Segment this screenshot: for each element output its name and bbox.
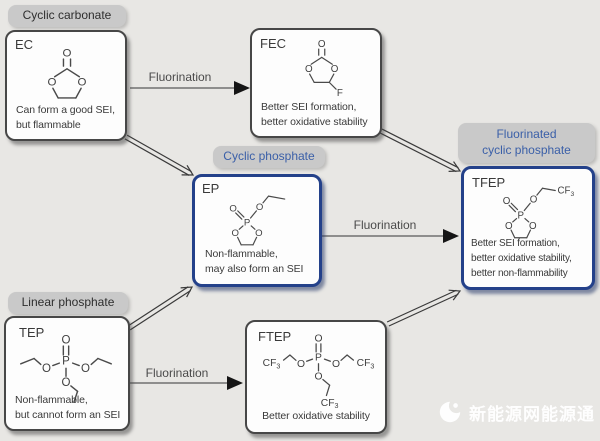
badge-label: Linear phosphate bbox=[21, 295, 115, 310]
atom-o: O bbox=[530, 195, 538, 206]
desc-line: Better SEI formation, bbox=[261, 101, 357, 113]
atom-o: O bbox=[314, 334, 322, 345]
atom-o: O bbox=[256, 202, 263, 213]
desc-line: better non-flammability bbox=[471, 268, 568, 279]
fluorination-arrow-ep-tfep bbox=[322, 229, 459, 243]
fluorination-label: Fluorination bbox=[148, 70, 212, 84]
atom-o: O bbox=[314, 372, 322, 383]
atom-o: O bbox=[505, 221, 513, 232]
badge-label: Cyclic carbonate bbox=[22, 8, 112, 23]
ep-name: EP bbox=[202, 181, 220, 196]
tep-description: Non-flammable, but cannot form an SEI bbox=[15, 393, 120, 423]
ec-description: Can form a good SEI, but flammable bbox=[16, 103, 115, 133]
ftep-name: FTEP bbox=[258, 329, 292, 344]
atom-o: O bbox=[305, 64, 313, 75]
fluorination-label: Fluorination bbox=[353, 218, 417, 232]
desc-line: better oxidative stability bbox=[261, 116, 368, 128]
atom-o: O bbox=[332, 359, 340, 370]
desc-line: Better oxidative stability bbox=[262, 410, 370, 422]
fec-structure: O O O F bbox=[305, 39, 343, 99]
desc-line: Can form a good SEI, bbox=[16, 104, 115, 116]
atom-p: P bbox=[315, 353, 322, 364]
badge-label-line2: cyclic phosphate bbox=[482, 143, 571, 157]
badge-fluorinated-cyclic-phosphate: Fluorinated cyclic phosphate bbox=[458, 123, 595, 163]
atom-o: O bbox=[318, 39, 326, 50]
atom-p: P bbox=[62, 356, 70, 368]
cf3-group: CF3 bbox=[263, 358, 281, 370]
ec-structure: O O O bbox=[48, 47, 87, 99]
atom-o: O bbox=[297, 359, 305, 370]
desc-line: Better SEI formation, bbox=[471, 238, 560, 249]
fluorination-label: Fluorination bbox=[145, 366, 209, 380]
desc-line: better oxidative stability, bbox=[471, 253, 572, 264]
atom-o: O bbox=[503, 196, 511, 207]
fec-description: Better SEI formation, better oxidative s… bbox=[261, 100, 368, 130]
atom-o: O bbox=[42, 363, 51, 375]
atom-o: O bbox=[81, 363, 90, 375]
atom-p: P bbox=[517, 210, 524, 221]
fec-name: FEC bbox=[260, 36, 286, 51]
atom-o: O bbox=[232, 228, 239, 239]
watermark: 新能源网能源通 bbox=[437, 399, 595, 425]
atom-o: O bbox=[529, 221, 537, 232]
tep-structure: O P O O O bbox=[20, 334, 112, 403]
badge-linear-phosphate: Linear phosphate bbox=[8, 292, 128, 314]
tfep-description: Better SEI formation, better oxidative s… bbox=[471, 236, 572, 281]
desc-line: Non-flammable, bbox=[205, 248, 278, 260]
relation-arrow-ftep-tfep bbox=[386, 289, 462, 327]
ep-box: EP O P O O O Non-flammable, may also for… bbox=[192, 174, 322, 287]
relation-arrow-ec-ep bbox=[124, 134, 195, 176]
tep-box: TEP O P O O O Non-flammable, but cannot … bbox=[4, 316, 130, 431]
fluorination-arrow-ec-fec bbox=[130, 81, 250, 95]
desc-line: may also form an SEI bbox=[205, 263, 304, 275]
watermark-logo-icon bbox=[439, 401, 461, 423]
ec-name: EC bbox=[15, 37, 34, 52]
atom-o: O bbox=[331, 64, 339, 75]
badge-label: Cyclic phosphate bbox=[223, 149, 315, 164]
cf3-group: CF3 bbox=[558, 186, 575, 198]
relation-arrow-tep-ep bbox=[127, 286, 194, 331]
ep-structure: O P O O O bbox=[229, 195, 286, 246]
tep-name: TEP bbox=[19, 325, 45, 340]
fec-box: FEC O O O F Better SEI formation, better… bbox=[250, 28, 382, 138]
tfep-box: TFEP O P O CF3 O O Better SEI formation,… bbox=[461, 166, 595, 290]
atom-o: O bbox=[78, 77, 87, 89]
cf3-group: CF3 bbox=[357, 358, 375, 370]
fluorination-arrow-tep-ftep bbox=[130, 376, 243, 390]
ftep-description: Better oxidative stability bbox=[247, 409, 385, 424]
badge-label-line1: Fluorinated bbox=[496, 127, 557, 142]
desc-line: but cannot form an SEI bbox=[15, 409, 121, 421]
atom-o: O bbox=[63, 47, 72, 59]
ftep-box: FTEP O P O CF3 O CF3 O CF3 Better oxidat… bbox=[245, 320, 387, 434]
relation-arrow-fec-tfep bbox=[379, 128, 462, 173]
atom-o: O bbox=[62, 334, 71, 346]
desc-line: but flammable bbox=[16, 119, 81, 131]
atom-f: F bbox=[337, 88, 343, 99]
tfep-name: TFEP bbox=[472, 175, 506, 190]
watermark-text: 新能源网能源通 bbox=[469, 404, 595, 424]
cf3-group: CF3 bbox=[321, 398, 339, 409]
atom-o: O bbox=[62, 377, 71, 389]
badge-cyclic-carbonate: Cyclic carbonate bbox=[8, 5, 126, 27]
ftep-structure: O P O CF3 O CF3 O CF3 bbox=[263, 334, 375, 410]
tfep-structure: O P O CF3 O O bbox=[503, 186, 575, 239]
atom-o: O bbox=[48, 77, 57, 89]
atom-o: O bbox=[255, 228, 262, 239]
ep-description: Non-flammable, may also form an SEI bbox=[205, 247, 303, 277]
atom-o: O bbox=[229, 204, 236, 215]
badge-cyclic-phosphate: Cyclic phosphate bbox=[213, 146, 325, 168]
atom-p: P bbox=[244, 218, 250, 229]
ec-box: EC O O O Can form a good SEI, but flamma… bbox=[5, 30, 127, 141]
desc-line: Non-flammable, bbox=[15, 394, 88, 406]
